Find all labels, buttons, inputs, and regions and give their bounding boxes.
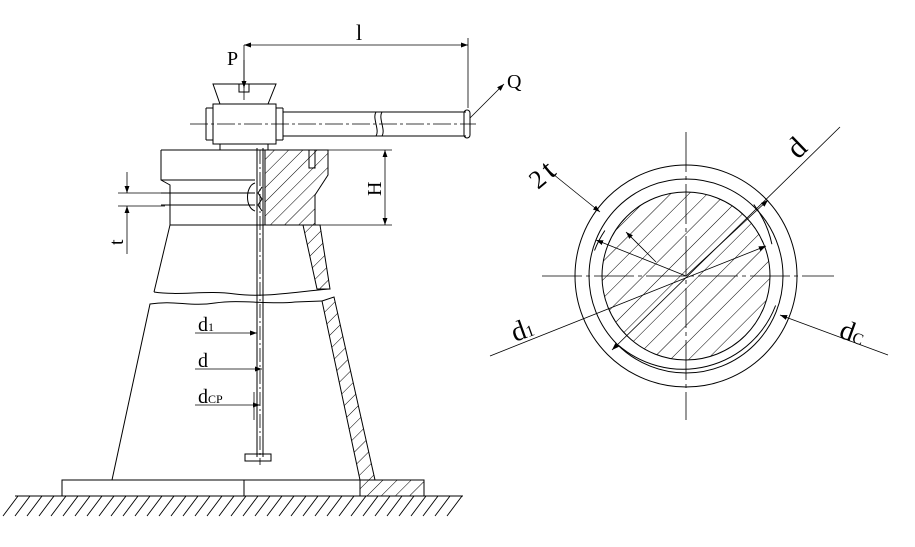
dimension-dcp-leader: [195, 392, 260, 420]
ground-hatch-line: [422, 495, 439, 517]
ground-hatch-line: [182, 495, 199, 517]
label-thread-pitch: t: [106, 239, 128, 245]
label-minor-diameter: d1: [198, 314, 214, 336]
ground-hatch-line: [374, 495, 391, 517]
ground-hatching: [2, 495, 463, 517]
ground-hatch-line: [326, 495, 343, 517]
ground-hatch-line: [446, 495, 463, 517]
label-force-q: Q: [507, 71, 522, 93]
dimension-t: [118, 172, 165, 254]
ground-hatch-line: [434, 495, 451, 517]
ground-hatch-line: [254, 495, 271, 517]
ground-hatch-line: [38, 495, 55, 517]
ground-hatch-line: [2, 495, 19, 517]
ground-hatch-line: [398, 495, 415, 517]
ground-hatch-line: [62, 495, 79, 517]
ground-hatch-line: [410, 495, 427, 517]
ground-hatch-line: [278, 495, 295, 517]
jack-body-lower: [111, 296, 376, 481]
screw-head: [205, 83, 284, 151]
label-nut-height: H: [364, 182, 386, 196]
force-q-arrow: [469, 83, 505, 119]
ground-hatch-line: [314, 495, 331, 517]
ground-hatch-line: [218, 495, 235, 517]
ground-hatch-line: [266, 495, 283, 517]
ground-hatch-line: [98, 495, 115, 517]
ground-hatch-line: [26, 495, 43, 517]
dimension-l: [243, 38, 469, 108]
base-plate: [61, 479, 425, 497]
ground-hatch-line: [14, 495, 31, 517]
ground-hatch-line: [206, 495, 223, 517]
label-force-p: P: [227, 48, 238, 70]
ground-hatch-line: [350, 495, 367, 517]
dimension-h: [300, 149, 392, 226]
ground: [2, 495, 463, 517]
ground-hatch-line: [230, 495, 247, 517]
label-lever-length: l: [356, 20, 362, 45]
lever: [190, 109, 476, 139]
label-section-pitch: 2t: [521, 153, 562, 195]
label-mean-diameter: dCP: [198, 386, 223, 408]
jack-body-upper: [153, 149, 331, 296]
ground-hatch-line: [194, 495, 211, 517]
ground-hatch-line: [290, 495, 307, 517]
label-major-diameter: d: [198, 350, 208, 372]
ground-hatch-line: [146, 495, 163, 517]
screw-cross-section: [489, 126, 889, 420]
ground-hatch-line: [86, 495, 103, 517]
ground-hatch-line: [338, 495, 355, 517]
ground-hatch-line: [302, 495, 319, 517]
ground-hatch-line: [242, 495, 259, 517]
ground-hatch-line: [134, 495, 151, 517]
ground-hatch-line: [362, 495, 379, 517]
label-section-minor-diameter: d1: [507, 312, 538, 349]
ground-hatch-line: [74, 495, 91, 517]
ground-hatch-line: [386, 495, 403, 517]
ground-hatch-line: [170, 495, 187, 517]
ground-hatch-line: [50, 495, 67, 517]
label-section-major-diameter: d: [780, 131, 814, 165]
ground-hatch-line: [158, 495, 175, 517]
ground-hatch-line: [122, 495, 139, 517]
ground-hatch-line: [110, 495, 127, 517]
